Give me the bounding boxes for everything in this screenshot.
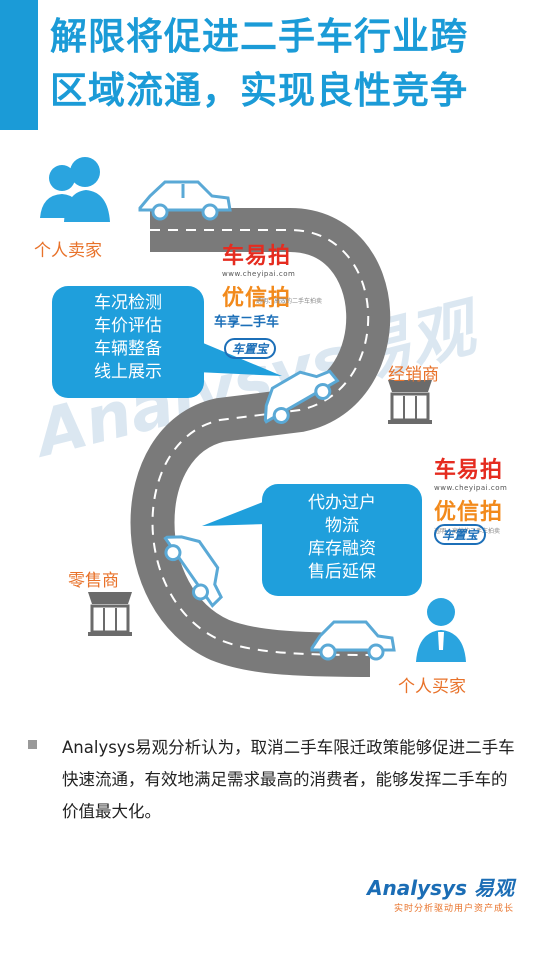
- footer-slogan: 实时分析驱动用户资产成长: [393, 904, 514, 914]
- bubble-bottom-line-2: 物流: [325, 516, 359, 536]
- analysis-note: Analysys易观分析认为，取消二手车限迁政策能够促进二手车快速流通，有效地满…: [62, 738, 515, 821]
- bubble-bottom-pointer: [202, 500, 268, 526]
- title-line-2: 区域流通，实现良性竞争: [50, 69, 468, 112]
- bubble-bottom-line-3: 库存融资: [308, 539, 376, 559]
- bubble-top-line-3: 车辆整备: [94, 339, 162, 359]
- buyer-person-icon: [416, 598, 466, 662]
- dealer-label: 经销商: [388, 365, 439, 385]
- title-line-1: 解限将促进二手车行业跨: [50, 15, 468, 58]
- retailer-store-icon: [88, 592, 132, 636]
- buyer-label: 个人买家: [398, 677, 466, 697]
- service-bubble-bottom: 代办过户 物流 库存融资 售后延保: [262, 484, 422, 596]
- bubble-bottom-line-1: 代办过户: [308, 493, 376, 513]
- footer-brand: Analysys 易观: [367, 876, 514, 900]
- footer-logo: Analysys 易观 实时分析驱动用户资产成长: [367, 872, 514, 914]
- logo-cheyipai-url-top: www.cheyipai.com: [222, 270, 296, 278]
- logo-chebao-bottom: 车置宝: [434, 524, 487, 545]
- logo-youxinpai-bottom: 优信拍: [434, 500, 504, 525]
- logo-youxinpai-sub-bottom: 透明、高效的二手车拍卖: [434, 528, 501, 535]
- retailer-label: 零售商: [68, 571, 119, 591]
- header-accent-bar: [0, 0, 38, 130]
- bubble-top-line-1: 车况检测: [94, 293, 162, 313]
- bubble-bottom-line-4: 售后延保: [308, 562, 376, 582]
- car-icon-middle: [263, 369, 340, 424]
- service-bubble-top: 车况检测 车价评估 车辆整备 线上展示: [52, 286, 204, 398]
- seller-label: 个人卖家: [34, 241, 102, 261]
- logo-youxinpai-sub-top: 透明、高效的二手车拍卖: [256, 298, 323, 305]
- dealer-store-icon: [388, 380, 432, 424]
- logo-chebao-top: 车置宝: [224, 338, 277, 359]
- car-icon-top: [138, 180, 232, 221]
- logo-chexiang: 车享二手车: [214, 315, 280, 330]
- road-diagram: [40, 157, 466, 677]
- bubble-top-line-2: 车价评估: [94, 316, 162, 336]
- road: [130, 208, 391, 677]
- logo-cheyipai-url-bottom: www.cheyipai.com: [434, 484, 508, 492]
- logos-top: 车易拍 www.cheyipai.com 优信拍: [222, 238, 302, 312]
- page-title: 解限将促进二手车行业跨 区域流通，实现良性竞争: [50, 10, 535, 118]
- bubble-top-line-4: 线上展示: [94, 362, 162, 382]
- logo-youxinpai-top: 优信拍: [222, 286, 292, 311]
- note-bullet: [28, 740, 37, 749]
- car-icon-lower: [163, 535, 223, 608]
- logo-cheyipai-top: 车易拍: [222, 244, 292, 269]
- logos-bottom: 车易拍 www.cheyipai.com 优信拍 透明、高效的二手车拍卖: [434, 452, 514, 535]
- seller-person-icon: [40, 157, 110, 222]
- car-icon-bottom: [310, 620, 396, 661]
- logo-cheyipai-bottom: 车易拍: [434, 458, 504, 483]
